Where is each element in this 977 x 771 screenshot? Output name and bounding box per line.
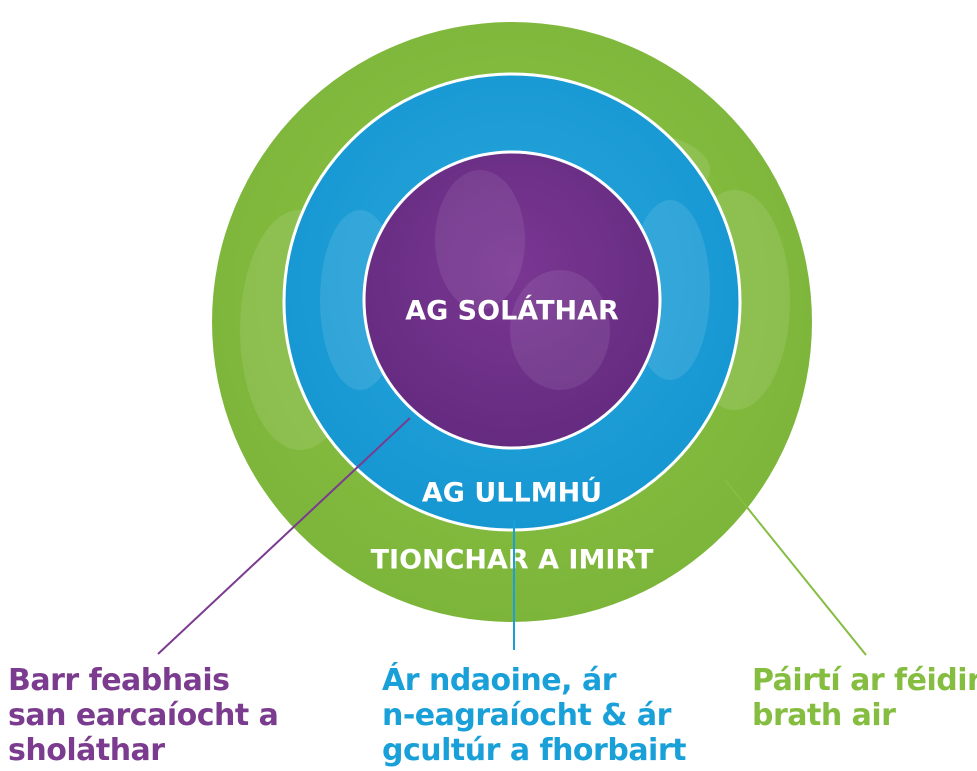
callout-preparing: Ár ndaoine, ár n-eagraíocht & ár gcultúr…	[382, 663, 686, 768]
leader-line-influencing	[724, 479, 867, 656]
callout-influencing-line-2: brath air	[752, 698, 896, 733]
middle-label: AG ULLMHÚ	[422, 477, 602, 509]
leader-line-delivering	[157, 417, 411, 655]
callout-preparing-line-1: Ár ndaoine, ár	[382, 663, 617, 698]
inner-circle	[362, 150, 662, 450]
callout-preparing-line-2: n-eagraíocht & ár	[382, 698, 671, 733]
inner-label: AG SOLÁTHAR	[405, 295, 619, 327]
callout-influencing-line-1: Páirtí ar féidir	[752, 663, 977, 698]
callout-delivering-line-3: sholáthar	[8, 733, 165, 768]
callout-preparing-line-3: gcultúr a fhorbairt	[382, 733, 686, 768]
callout-delivering-line-2: san earcaíocht a	[8, 698, 279, 733]
callout-delivering: Barr feabhais san earcaíocht a sholáthar	[8, 663, 279, 768]
photo-texture-inner	[435, 170, 610, 390]
callout-delivering-line-1: Barr feabhais	[8, 663, 230, 698]
callout-influencing: Páirtí ar féidir brath air	[752, 663, 977, 733]
outer-label: TIONCHAR A IMIRT	[371, 545, 654, 576]
